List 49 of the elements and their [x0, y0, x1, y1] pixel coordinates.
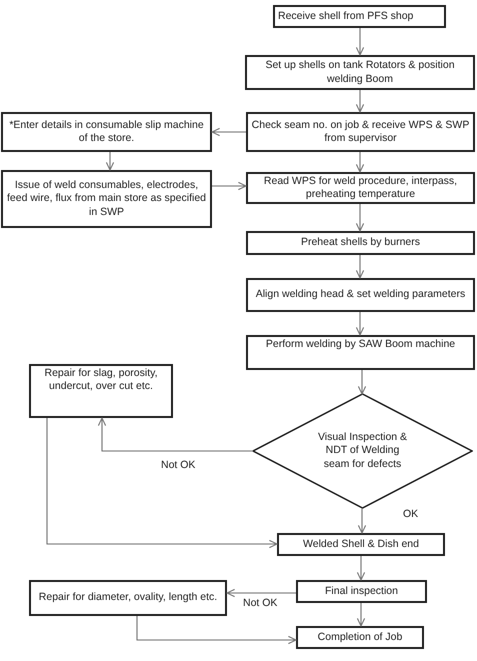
process-box	[296, 580, 427, 603]
step-text: Issue of weld consumables, electrodes, feed wire, flux from main store as specified in SWP	[6, 179, 207, 219]
edge-label: OK	[402, 508, 420, 520]
step-text: *Enter details in consumable slip machine of the store.	[8, 118, 205, 146]
arrow	[98, 417, 253, 452]
arrow	[356, 603, 366, 627]
step-text: Perform welding by SAW Boom machine	[266, 338, 456, 352]
step-text: Visual Inspection & NDT of Welding seam for defects	[316, 431, 408, 471]
process-box	[246, 335, 475, 370]
process-box	[245, 55, 475, 90]
process-box	[1, 112, 212, 152]
step-text: Final inspection	[325, 584, 398, 598]
arrow	[226, 588, 296, 598]
arrow	[136, 616, 297, 644]
arrow	[356, 312, 364, 336]
arrow	[106, 152, 114, 171]
arrow	[358, 508, 366, 534]
step-text: Welded Shell & Dish end	[303, 538, 419, 552]
arrow	[212, 182, 247, 190]
process-box	[277, 533, 445, 556]
step-text: Check seam no. on job & receive WPS & SWP from supervisor	[251, 118, 470, 146]
step-text: Preheat shells by burners	[300, 236, 420, 250]
arrow	[356, 556, 366, 581]
step-text: Repair for diameter, ovality, length etc.	[38, 591, 218, 605]
arrow	[358, 370, 366, 395]
step-text: Set up shells on tank Rotators & position welding Boom	[264, 59, 456, 86]
process-box	[29, 580, 227, 616]
step-text: Completion of Job	[318, 630, 402, 644]
arrow	[356, 255, 364, 279]
process-box	[29, 364, 173, 418]
process-box	[273, 5, 446, 28]
process-box	[296, 626, 424, 649]
process-box	[1, 170, 212, 228]
arrow	[356, 204, 364, 232]
step-text: Receive shell from PFS shop	[278, 10, 414, 24]
process-box	[246, 112, 475, 152]
arrow	[356, 152, 364, 173]
step-text: Align welding head & set welding parameters	[256, 288, 466, 302]
step-text: Read WPS for weld procedure, interpass, preheating temperature	[262, 175, 458, 202]
edge-label: Not OK	[160, 459, 196, 471]
step-text: Repair for slag, porosity, undercut, over cut etc.	[43, 367, 159, 394]
arrow	[46, 418, 278, 548]
process-box	[246, 172, 475, 204]
process-box	[246, 278, 475, 312]
edge-label: Not OK	[242, 597, 278, 609]
arrow	[356, 90, 364, 113]
arrow	[356, 28, 364, 56]
arrow	[211, 128, 246, 136]
process-box	[246, 231, 475, 255]
